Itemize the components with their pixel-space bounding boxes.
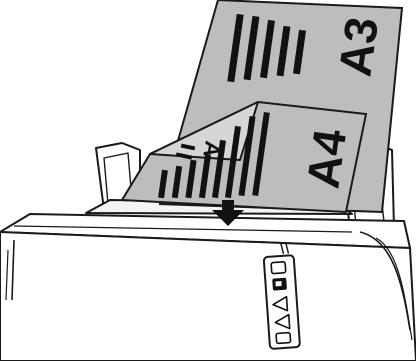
a4-label: A4	[296, 126, 356, 192]
a3-label: A3	[328, 14, 388, 79]
a4-sheet: A A4	[122, 102, 366, 212]
control-panel-frame	[264, 255, 300, 349]
scan-icon[interactable]	[272, 278, 287, 291]
control-panel	[263, 242, 300, 349]
